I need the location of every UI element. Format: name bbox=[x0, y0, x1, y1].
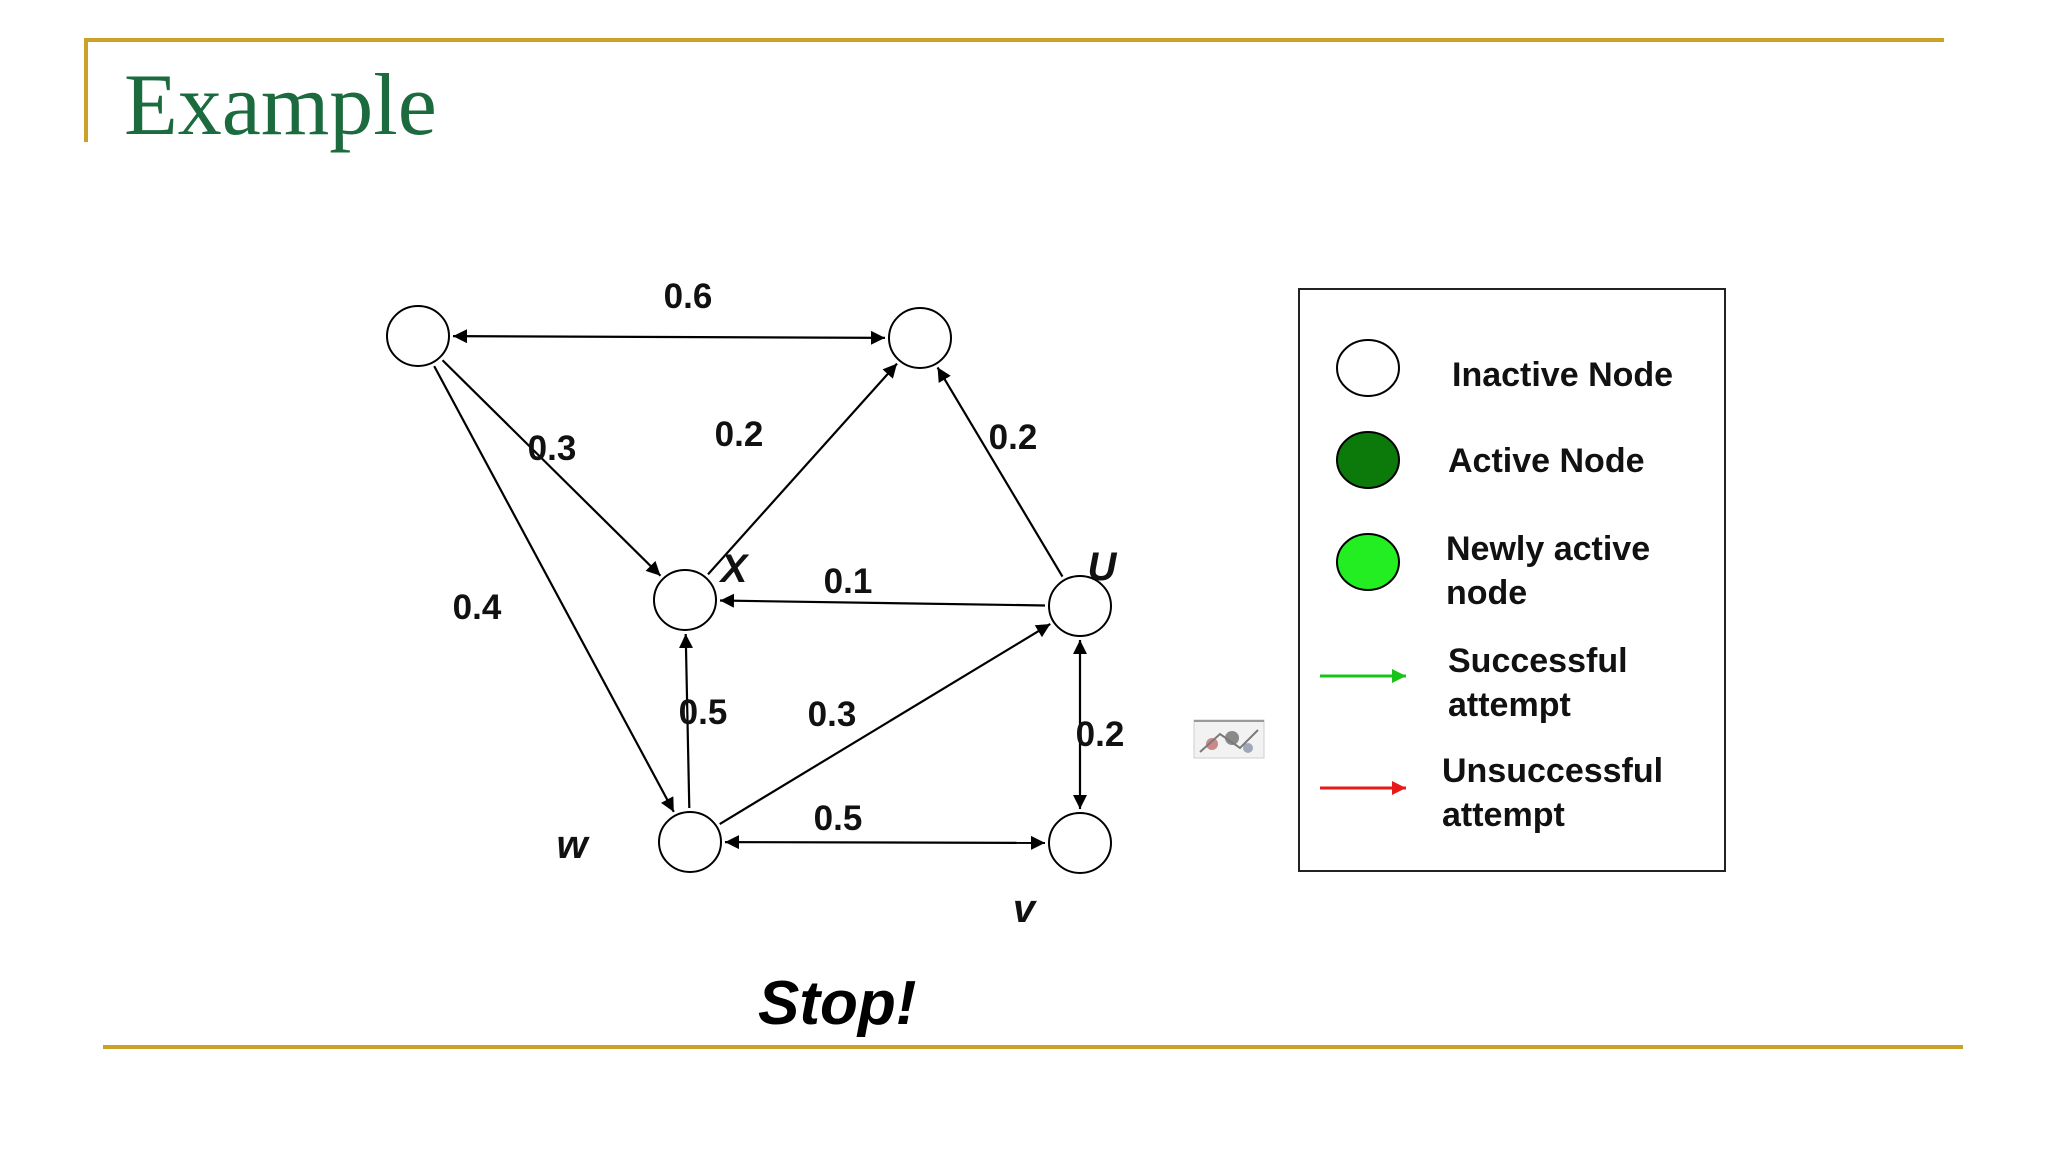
edge-n1-n2 bbox=[452, 329, 886, 345]
edge-w-v bbox=[724, 835, 1046, 850]
nodes-layer bbox=[386, 305, 1112, 874]
edge-u-n2 bbox=[936, 366, 1064, 578]
clipart-thumbnail bbox=[1193, 719, 1265, 759]
stop-label: Stop! bbox=[758, 969, 916, 1038]
edge-u-x bbox=[719, 593, 1046, 608]
labels-layer: 0.6 0.3 0.2 0.2 0.4 0.1 0.5 0.3 0.2 0.5 X Uw v bbox=[453, 277, 1125, 931]
legend-active-label: Active Node bbox=[1448, 442, 1645, 480]
legend-unsuccessful-label-2: attempt bbox=[1442, 796, 1565, 834]
edge-w-u bbox=[719, 623, 1051, 825]
edge-weight-w-x: 0.5 bbox=[679, 693, 728, 732]
legend-newly-active-node-swatch bbox=[1336, 533, 1400, 591]
edges-layer bbox=[433, 329, 1087, 850]
node-v bbox=[1048, 812, 1112, 874]
slide-title: Example bbox=[124, 57, 437, 154]
node-u bbox=[1048, 575, 1112, 637]
node-label-w: w bbox=[556, 823, 590, 867]
node-n1 bbox=[386, 305, 450, 367]
edge-weight-u-n2: 0.2 bbox=[989, 418, 1038, 457]
legend-newly-active-label-1: Newly active bbox=[1446, 530, 1650, 568]
legend-active-node-swatch bbox=[1336, 431, 1400, 489]
legend-inactive-node-swatch bbox=[1336, 339, 1400, 397]
legend: Inactive Node Active Node Newly active n… bbox=[1298, 288, 1726, 872]
legend-successful-label-2: attempt bbox=[1448, 686, 1571, 724]
edge-n1-x bbox=[441, 359, 662, 577]
edge-weight-u-x: 0.1 bbox=[824, 562, 873, 601]
node-w bbox=[658, 811, 722, 873]
node-n2 bbox=[888, 307, 952, 369]
node-label-v: v bbox=[1013, 887, 1038, 931]
legend-newly-active-label-2: node bbox=[1446, 574, 1527, 612]
edge-weight-x-n2: 0.2 bbox=[715, 415, 764, 454]
edge-w-x bbox=[678, 633, 693, 809]
legend-successful-label-1: Successful bbox=[1448, 642, 1628, 680]
bottom-rule bbox=[103, 1045, 1963, 1049]
node-label-x: X bbox=[719, 547, 750, 591]
edge-x-n2 bbox=[707, 362, 898, 576]
edge-weight-n1-w: 0.4 bbox=[453, 588, 502, 627]
node-x bbox=[653, 569, 717, 631]
edge-n1-w bbox=[433, 365, 675, 813]
top-rule bbox=[86, 38, 1944, 42]
edge-weight-n1-n2: 0.6 bbox=[664, 277, 713, 316]
node-label-u: U bbox=[1088, 545, 1118, 589]
legend-unsuccessful-label-1: Unsuccessful bbox=[1442, 752, 1663, 790]
legend-inactive-label: Inactive Node bbox=[1452, 356, 1673, 394]
edge-weight-n1-x: 0.3 bbox=[528, 429, 577, 468]
edge-weight-w-u: 0.3 bbox=[808, 695, 857, 734]
title-side-rule bbox=[84, 38, 88, 142]
edge-weight-u-v: 0.2 bbox=[1076, 715, 1125, 754]
edge-weight-w-v: 0.5 bbox=[814, 799, 863, 838]
